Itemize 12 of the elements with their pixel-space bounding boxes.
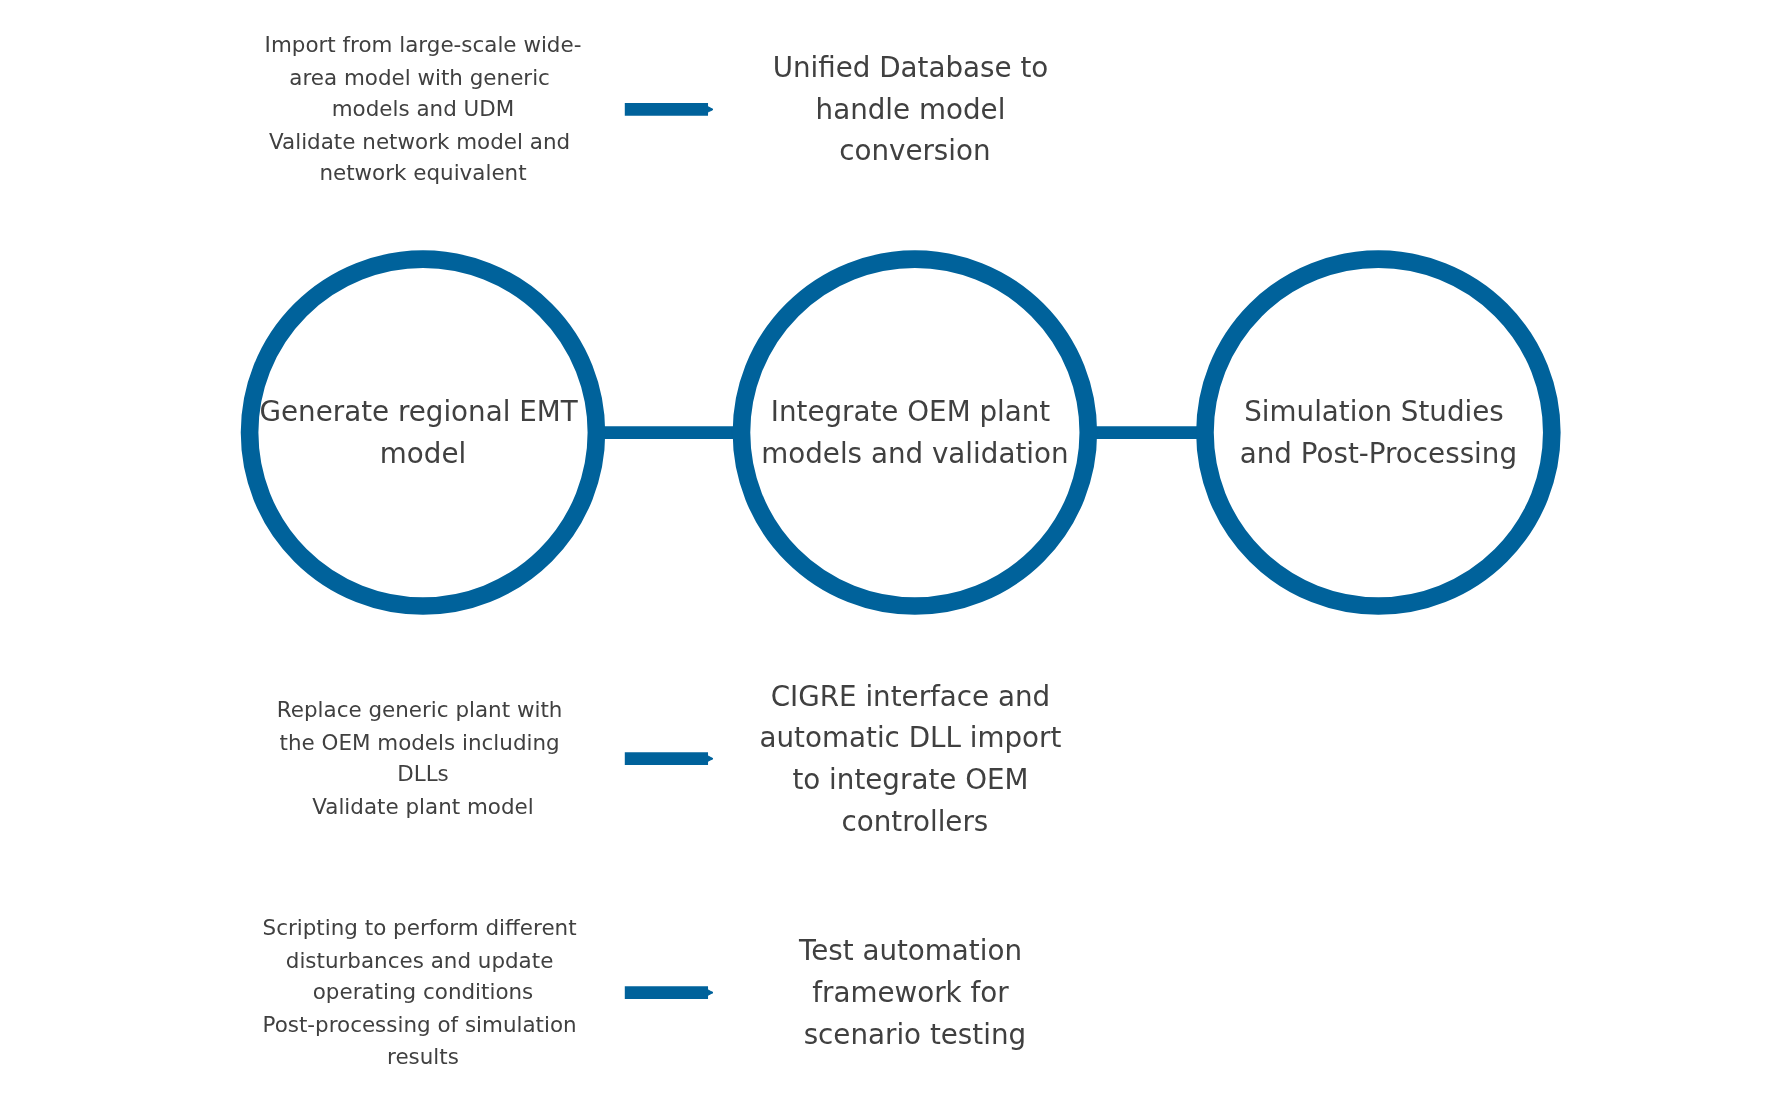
arrow — [624, 752, 714, 765]
node-text: Scripting to perform different disturbances and update operating conditions Post-processing of simulation results — [262, 914, 577, 1069]
node-text: Replace generic plant with the OEM models including DLLs Validate plant model — [276, 696, 563, 819]
node-circle: Integrate OEM plant models and validation — [732, 250, 1098, 615]
node-text: Test automation framework for scenario testing — [798, 935, 1027, 1050]
node-circle: Generate regional EMT model — [240, 250, 606, 615]
arrow — [624, 103, 714, 116]
node-text: Import from large-scale wide-area model with generic models and UDM Validate network model and network equivalent — [264, 31, 582, 186]
node-text: CIGRE interface and automatic DLL import to integrate OEM controllers — [759, 680, 1062, 837]
node-text: Unified Database to handle model conversion — [772, 52, 1049, 167]
arrow — [624, 986, 714, 999]
node-circle: Simulation Studies and Post-Processing — [1196, 250, 1561, 615]
